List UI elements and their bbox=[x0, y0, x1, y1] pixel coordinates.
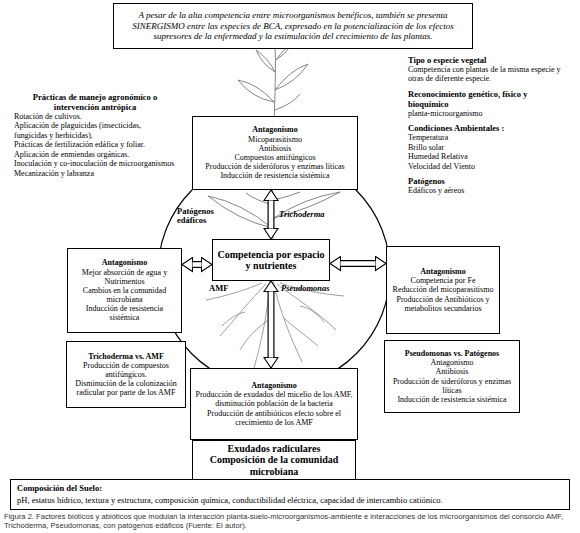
box-text: Inducción de resistencia sistémica bbox=[389, 395, 515, 404]
circle-outline bbox=[158, 156, 390, 388]
factor-item: Mecanización y labranza bbox=[14, 169, 176, 178]
factor-heading: Prácticas de manejo agronómico o interve… bbox=[14, 92, 176, 112]
box-text: Competencia por Fe bbox=[391, 276, 495, 285]
box-text: Trichoderma bbox=[279, 210, 351, 219]
box-heading: Antagonismo bbox=[195, 381, 353, 390]
factor-item: Aplicación de plaguicidas (insecticidas,… bbox=[14, 121, 176, 140]
box-heading: Antagonismo bbox=[391, 267, 495, 276]
factor-item: Inoculación y co-inoculación de microorg… bbox=[14, 159, 176, 168]
text-column: Prácticas de manejo agronómico o interve… bbox=[14, 92, 176, 178]
box-text: Producción de sideróforos y enzimas líti… bbox=[389, 377, 515, 395]
arrow-outline bbox=[341, 260, 376, 267]
plant-leaf bbox=[246, 193, 273, 205]
box-text: Antagonismo bbox=[389, 358, 515, 367]
factor-item: Prácticas de fertilización edáfica y fol… bbox=[14, 140, 176, 149]
plant-root bbox=[206, 283, 262, 300]
arrow-shaft bbox=[193, 262, 202, 267]
mechanism-box: AntagonismoMejor absorción de agua y Nut… bbox=[67, 248, 182, 333]
box-text: Pseudomonas bbox=[281, 284, 353, 293]
box-heading: Antagonismo bbox=[72, 258, 177, 267]
mechanism-box: AntagonismoCompetencia por FeReducción d… bbox=[386, 246, 500, 334]
plant-root bbox=[284, 318, 318, 346]
box-text: Producción de exudados del micelio de lo… bbox=[195, 390, 353, 408]
box-text: Producción de compuestos antifúngicos. bbox=[71, 361, 181, 379]
interaction-box: Pseudomonas vs. PatógenosAntagonismoAnti… bbox=[384, 340, 520, 413]
interaction-box: Trichoderma vs. AMFProducción de compues… bbox=[66, 341, 186, 408]
central-box: Competencia por espacio y nutrientes bbox=[212, 239, 330, 281]
box-text: Producción de sideróforos y enzimas líti… bbox=[197, 162, 353, 171]
box-text: Antibiosis bbox=[197, 144, 353, 153]
box-text: Inducción de resistencia sistémica bbox=[72, 304, 177, 322]
arrow-outline bbox=[193, 261, 202, 268]
box-text: Producción de antibióticos efecto sobre … bbox=[195, 409, 353, 427]
box-text: Compuestos antifúngicos bbox=[197, 153, 353, 162]
box-text: pH, estatus hídrico, textura y estructur… bbox=[17, 495, 563, 505]
box-text: Patógenos edáficos bbox=[177, 207, 237, 226]
box-text: A pesar de la alta competencia entre mic… bbox=[120, 10, 466, 42]
arrow-outline bbox=[268, 292, 275, 358]
mechanism-box: AntagonismoProducción de exudados del mi… bbox=[190, 368, 358, 440]
box-heading: Composición del Suelo: bbox=[17, 483, 563, 493]
factor-heading: Reconocimiento genético, físico y bioquí… bbox=[408, 89, 570, 109]
plant-leaf bbox=[275, 94, 300, 110]
text-column: Tipo o especie vegetalCompetencia con pl… bbox=[408, 55, 570, 196]
plant-leaf bbox=[238, 80, 274, 102]
box-text: Reducción del micoparasitismo bbox=[391, 285, 495, 294]
factor-item: Aplicación de enmiendas orgánicas. bbox=[14, 150, 176, 159]
factor-item: planta-microorganismo bbox=[408, 109, 570, 118]
plant-leaf bbox=[208, 196, 272, 228]
factor-item: Brillo solar bbox=[408, 143, 570, 152]
double-arrow bbox=[271, 292, 272, 358]
plant-root bbox=[300, 306, 324, 322]
factor-heading: Condiciones Ambientales : bbox=[408, 123, 570, 133]
double-arrow bbox=[193, 264, 202, 265]
box-text: Disminución de la colonización radicular… bbox=[71, 379, 181, 397]
factor-heading: Tipo o especie vegetal bbox=[408, 55, 570, 65]
factor-heading: Patógenos bbox=[408, 176, 570, 186]
factor-item: Rotación de cultivos. bbox=[14, 112, 176, 121]
soil-box: Composición del Suelo: pH, estatus hídric… bbox=[10, 479, 570, 510]
plant-root bbox=[222, 312, 245, 326]
factor-item: Velocidad del Viento bbox=[408, 162, 570, 171]
factor-item: Edáficos y aéreos bbox=[408, 186, 570, 195]
interaction-circle: Patógenos edáficos TrichodermaAMF Pseudomo… bbox=[157, 155, 391, 389]
double-arrow bbox=[271, 201, 272, 229]
box-heading: Pseudomonas vs. Patógenos bbox=[389, 349, 515, 358]
box-text: Competencia por espacio y nutrientes bbox=[217, 249, 325, 272]
factor-item: Competencia con plantas de la misma espe… bbox=[408, 65, 570, 84]
note-box: A pesar de la alta competencia entre mic… bbox=[113, 3, 473, 49]
plant-leaf bbox=[274, 192, 300, 200]
plant-root bbox=[240, 320, 268, 350]
box-text: Exudados radiculares bbox=[197, 443, 351, 455]
factor-item: Temperatura bbox=[408, 133, 570, 142]
arrow-shaft bbox=[341, 261, 376, 266]
double-arrow bbox=[341, 263, 376, 264]
plant-leaf bbox=[256, 50, 275, 72]
box-text: Mejor absorción de agua y Nutrimentos bbox=[72, 268, 177, 286]
box-text: AMF bbox=[209, 284, 249, 293]
exudates-box: Exudados radicularesComposición de la co… bbox=[192, 440, 356, 480]
box-text: Micoparasitismo bbox=[197, 135, 353, 144]
arrow-shaft bbox=[269, 292, 274, 358]
mechanism-box: AntagonismoMicoparasitismoAntibiosisComp… bbox=[192, 116, 358, 190]
box-text: Antibiosis bbox=[389, 367, 515, 376]
box-text: Composición de la comunidad microbiana bbox=[197, 454, 351, 477]
box-heading: Trichoderma vs. AMF bbox=[71, 352, 181, 361]
box-text: Cambios en la comunidad microbiana bbox=[72, 286, 177, 304]
arrow-outline bbox=[268, 201, 275, 229]
plant-leaf bbox=[275, 64, 308, 90]
box-text: Producción de Antibióticos y metabolitos… bbox=[391, 295, 495, 313]
plant-roots bbox=[206, 281, 344, 368]
factor-item: Humedad Relativa bbox=[408, 152, 570, 161]
box-text: Inducción de resistencia sistémica bbox=[197, 171, 353, 180]
figure-caption: Figura 2. Factores bióticos y abióticos … bbox=[4, 513, 576, 530]
arrow-shaft bbox=[269, 201, 274, 229]
box-heading: Antagonismo bbox=[197, 125, 353, 134]
